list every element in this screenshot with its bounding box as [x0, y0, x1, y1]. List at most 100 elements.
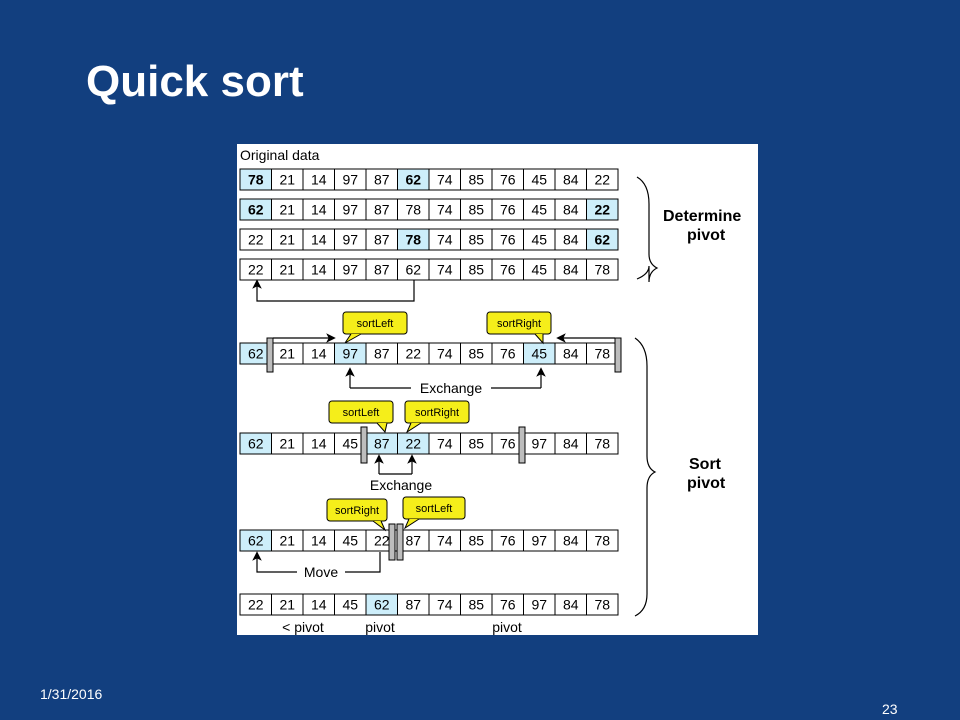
array-cell-value: 45: [342, 533, 358, 549]
array-cell-value: 14: [311, 232, 327, 248]
sort-label-line1: Sort: [689, 456, 722, 473]
array-cell-value: 22: [374, 533, 390, 549]
array-cell-value: 74: [437, 346, 453, 362]
array-cell-value: 97: [531, 597, 547, 613]
exchange-label-2: Exchange: [370, 477, 432, 493]
array-cell-value: 22: [248, 232, 264, 248]
pivot-label-mid: pivot: [365, 619, 395, 635]
left-marker-2: [360, 426, 368, 464]
array-cell-value: 62: [374, 597, 390, 613]
array-cell-value: 97: [342, 202, 358, 218]
determine-label-line2: pivot: [687, 227, 726, 244]
callout-sortleft-1: [342, 311, 408, 335]
array-cell-value: 21: [279, 346, 295, 362]
array-cell-value: 14: [311, 262, 327, 278]
array-cell-value: 45: [531, 262, 547, 278]
right-marker-2: [518, 426, 526, 464]
array-cell-value: 84: [563, 262, 579, 278]
array-cell-value: 78: [594, 346, 610, 362]
slide-date: 1/31/2016: [40, 686, 103, 702]
array-cell-value: 76: [500, 232, 516, 248]
left-marker-1: [266, 337, 274, 373]
array-cell-value: 78: [594, 597, 610, 613]
array-cell-value: 84: [563, 436, 579, 452]
callout-sortleft-2: [328, 400, 394, 424]
array-cell-box: [586, 228, 619, 251]
callout-sortright-1-label: sortRight: [497, 318, 541, 330]
array-cell-value: 85: [468, 346, 484, 362]
pivot-label-right: pivot: [492, 619, 522, 635]
array-cell-value: 21: [279, 597, 295, 613]
determine-brace: [636, 176, 659, 283]
array-cell-value: 85: [468, 262, 484, 278]
array-cell-value: 76: [500, 597, 516, 613]
original-data-label: Original data: [240, 147, 320, 163]
array-cell-value: 85: [468, 597, 484, 613]
array-cell-value: 21: [279, 262, 295, 278]
array-cell-value: 85: [468, 436, 484, 452]
array-cell-value: 87: [374, 232, 390, 248]
array-cell-value: 45: [531, 172, 547, 188]
array-cell-value: 97: [342, 232, 358, 248]
array-cell-value: 87: [374, 262, 390, 278]
quicksort-figure: Original data 78 21 14 97 87 62 74 85 76 45 84 22 62…: [237, 144, 758, 635]
array-cell-value: 97: [531, 436, 547, 452]
array-cell-value: 74: [437, 172, 453, 188]
array-cell-box: [586, 432, 619, 455]
array-cell-value: 22: [405, 346, 421, 362]
callout-sortleft-3-label: sortLeft: [416, 503, 453, 515]
array-rows: 78 21 14 97 87 62 74 85 76 45 84 22 62 21 14 97 87 78 74 85…: [239, 168, 619, 616]
array-cell-value: 84: [563, 533, 579, 549]
array-cell-value: 78: [594, 436, 610, 452]
array-cell-value: 21: [279, 172, 295, 188]
array-cell-value: 45: [531, 202, 547, 218]
array-cell-value: 76: [500, 172, 516, 188]
array-cell-value: 62: [248, 533, 264, 549]
array-cell-value: 85: [468, 202, 484, 218]
callout-sortleft-3: [402, 496, 466, 520]
array-cell-value: 62: [405, 262, 421, 278]
array-cell-value: 76: [500, 436, 516, 452]
array-cell-value: 45: [342, 597, 358, 613]
array-cell-value: 78: [594, 262, 610, 278]
callout-sortright-2: [404, 400, 470, 424]
sort-label-line2: pivot: [687, 475, 726, 492]
pivot-move-arrow: [252, 279, 415, 302]
quicksort-diagram: Original data 78 21 14 97 87 62 74 85 76 45 84 22 62…: [239, 147, 741, 635]
callout-sortleft-2-label: sortLeft: [343, 407, 380, 419]
array-cell-value: 87: [374, 436, 390, 452]
array-cell-value: 14: [311, 436, 327, 452]
array-cell-value: 78: [594, 533, 610, 549]
array-cell-box: [586, 258, 619, 281]
array-cell-value: 87: [405, 597, 421, 613]
array-cell-box: [586, 198, 619, 221]
determine-label-line1: Determine: [663, 208, 741, 225]
array-cell-value: 14: [311, 597, 327, 613]
array-cell-value: 97: [342, 172, 358, 188]
array-cell-value: 45: [531, 232, 547, 248]
array-cell-value: 78: [405, 202, 421, 218]
array-cell-value: 74: [437, 533, 453, 549]
array-cell-value: 14: [311, 346, 327, 362]
array-cell-box: [586, 593, 619, 616]
array-cell-value: 21: [279, 533, 295, 549]
array-cell-value: 14: [311, 172, 327, 188]
array-cell-value: 21: [279, 202, 295, 218]
array-cell-value: 62: [594, 232, 610, 248]
callout-sortright-1: [486, 311, 552, 335]
array-cell-value: 84: [563, 232, 579, 248]
array-cell-value: 14: [311, 533, 327, 549]
array-cell-value: 62: [405, 172, 421, 188]
array-cell-value: 84: [563, 597, 579, 613]
right-marker-3: [388, 523, 396, 561]
exchange-label-1: Exchange: [420, 380, 482, 396]
callout-sortright-3-label: sortRight: [335, 505, 379, 517]
array-cell-value: 22: [248, 262, 264, 278]
array-cell-value: 62: [248, 346, 264, 362]
array-cell-value: 76: [500, 202, 516, 218]
array-cell-value: 22: [405, 436, 421, 452]
left-marker-3: [396, 523, 404, 561]
array-cell-value: 85: [468, 232, 484, 248]
right-marker-1: [614, 337, 622, 373]
array-cell-value: 74: [437, 232, 453, 248]
